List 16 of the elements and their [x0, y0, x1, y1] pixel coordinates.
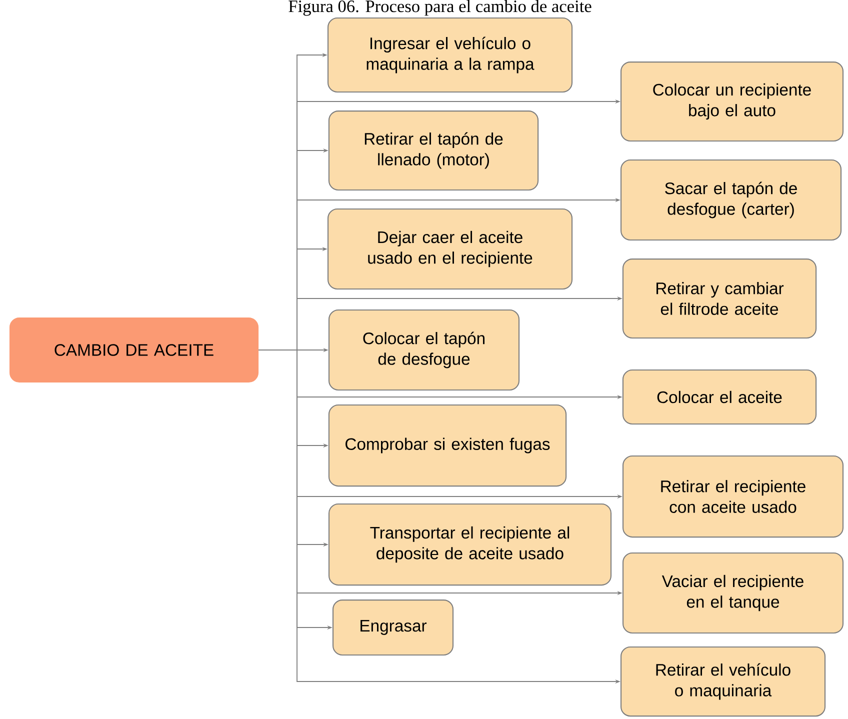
step-box: Retirar el vehículo o maquinaria	[620, 646, 826, 717]
step-box: Colocar un recipiente bajo el auto	[620, 62, 844, 142]
step-box: Dejar caer el aceite usado en el recipiente	[327, 208, 573, 290]
step-box: Colocar el aceite	[622, 369, 817, 425]
step-box: Sacar el tapón de desfogue (carter)	[620, 159, 842, 241]
step-box: Vaciar el recipiente en el tanque	[622, 552, 844, 634]
step-box: Comprobar si existen fugas	[328, 404, 567, 487]
step-box: Transportar el recipiente al deposite de aceite usado	[328, 503, 612, 586]
topic-box: CAMBIO DE ACEITE	[9, 317, 259, 383]
step-box: Retirar el tapón de llenado (motor)	[328, 110, 539, 190]
step-box: Engrasar	[332, 600, 454, 656]
step-box: Colocar el tapón de desfogue	[328, 309, 520, 391]
step-box: Retirar el recipiente con aceite usado	[622, 455, 844, 538]
figure-title: Figura 06. Proceso para el cambio de aceite	[288, 0, 592, 16]
step-box: Ingresar el vehículo o maquinaria a la rampa	[327, 17, 573, 93]
step-box: Retirar y cambiar el filtrode aceite	[622, 258, 817, 338]
